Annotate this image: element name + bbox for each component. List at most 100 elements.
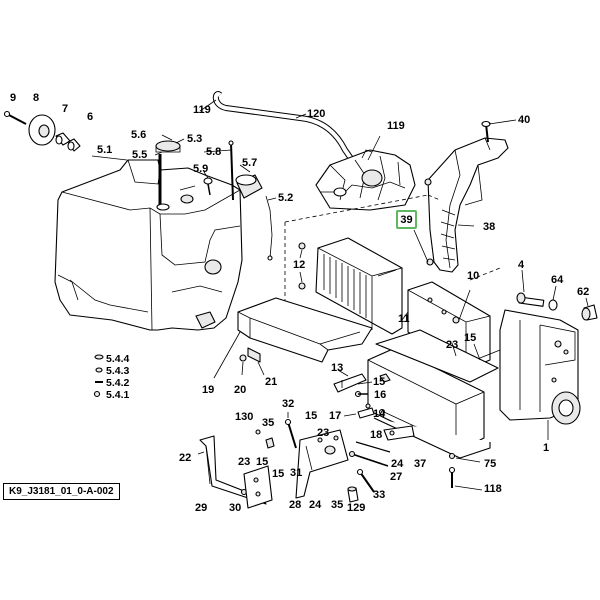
part-tray-19 <box>237 297 373 363</box>
callout-24-lower: 24 <box>309 499 322 511</box>
callout-5-6: 5.6 <box>131 129 146 141</box>
callout-24-right: 24 <box>391 458 404 470</box>
leader-15a <box>473 343 481 361</box>
callout-23-middle: 23 <box>317 427 329 439</box>
callout-23-left: 23 <box>238 456 250 468</box>
leader-12a <box>299 249 303 259</box>
leader-15b <box>357 381 373 385</box>
part-bushing-62 <box>581 304 598 321</box>
leader-118 <box>454 485 483 491</box>
callout-129: 129 <box>347 502 365 514</box>
callout-62: 62 <box>577 286 589 298</box>
part-engine-cover-38 <box>427 137 509 273</box>
part-fuel-tank-5-1 <box>54 159 243 331</box>
callout-12: 12 <box>293 259 305 271</box>
callout-14: 14 <box>373 408 386 420</box>
leader-5-2 <box>267 197 277 201</box>
part-bolt-32 <box>284 418 297 449</box>
part-bolt-118 <box>448 466 456 488</box>
callout-27: 27 <box>390 471 402 483</box>
callout-119-upper-right: 119 <box>387 120 405 132</box>
callout-37: 37 <box>414 458 426 470</box>
leader-5-8 <box>203 149 232 153</box>
callout-35-upper: 35 <box>262 417 274 429</box>
callout-29: 29 <box>195 502 207 514</box>
part-grille-11 <box>315 237 403 335</box>
leader-62 <box>585 297 589 307</box>
part-filler-cap-5-7 <box>235 174 263 199</box>
part-vent-tube-5-2 <box>265 195 273 261</box>
part-bolt-75 <box>448 452 456 460</box>
leader-40 <box>488 119 517 125</box>
callout-11: 11 <box>398 313 410 325</box>
callout-18: 18 <box>370 429 382 441</box>
callout-23-right: 23 <box>446 339 458 351</box>
callout-8: 8 <box>33 92 39 104</box>
leader-5-3 <box>175 138 185 144</box>
highlighted-callout-label: 39 <box>400 213 413 226</box>
leader-119b <box>367 135 381 161</box>
part-rod-5-8 <box>228 140 234 201</box>
part-fastener-20 <box>239 354 247 362</box>
part-fastener-21 <box>247 347 261 363</box>
part-cap-6 <box>67 138 81 152</box>
part-bolt-24-27 <box>348 441 391 467</box>
part-bolt-33 <box>356 468 375 493</box>
callout-5-8: 5.8 <box>206 146 221 158</box>
callout-28: 28 <box>289 499 301 511</box>
leader-5-7 <box>239 164 251 173</box>
highlighted-callout-39[interactable]: 39 <box>396 210 417 229</box>
callout-32: 32 <box>282 398 294 410</box>
part-bracket-18 <box>383 425 415 441</box>
leader-21 <box>257 361 265 376</box>
leader-5-6 <box>161 134 173 141</box>
leader-120 <box>295 113 307 119</box>
callout-7: 7 <box>62 103 68 115</box>
leader-38 <box>457 224 475 227</box>
callout-20: 20 <box>234 384 246 396</box>
diagram-reference-code: K9_J3181_01_0-A-002 <box>3 483 120 500</box>
callout-40: 40 <box>518 114 530 126</box>
part-screw-9 <box>3 110 27 125</box>
callout-16: 16 <box>374 389 386 401</box>
callout-13: 13 <box>331 362 343 374</box>
part-engine-assembly-inset <box>315 149 416 211</box>
leader-4 <box>521 269 525 293</box>
callout-64: 64 <box>551 274 564 286</box>
leader-64 <box>552 285 557 301</box>
callout-10: 10 <box>467 270 479 282</box>
callout-130: 130 <box>235 411 253 423</box>
callout-5-9: 5.9 <box>193 163 208 175</box>
callout-22: 22 <box>179 452 191 464</box>
callout-5-4-1: 5.4.1 <box>106 389 130 401</box>
callout-17: 17 <box>329 410 341 422</box>
leader-75 <box>455 457 481 463</box>
part-hardware-5-4 <box>93 354 104 398</box>
part-fuel-sender-5-3 <box>155 140 181 211</box>
leader-5-1 <box>91 155 128 161</box>
callout-118: 118 <box>484 483 502 495</box>
part-main-frame-1 <box>407 281 581 425</box>
callout-21: 21 <box>265 376 277 388</box>
callout-9: 9 <box>10 92 16 104</box>
part-flange-washer-8 <box>28 114 56 146</box>
leader-17 <box>343 413 357 417</box>
callout-15-left: 15 <box>256 456 268 468</box>
callout-35-lower: 35 <box>331 499 343 511</box>
leader-119a <box>199 99 217 112</box>
part-fuel-hose-120 <box>212 91 355 162</box>
part-plate-17 <box>357 403 375 419</box>
part-nut-12 <box>298 242 306 290</box>
callout-120: 120 <box>307 108 325 120</box>
callout-5-3: 5.3 <box>187 133 202 145</box>
part-bracket-28 <box>295 429 349 499</box>
callout-4: 4 <box>518 259 525 271</box>
leader-13 <box>337 369 349 377</box>
part-washer-64 <box>548 299 558 311</box>
leader-5-5 <box>154 151 163 156</box>
callout-5-4-3: 5.4.3 <box>106 365 130 377</box>
leader-23a <box>451 342 457 357</box>
part-spacer-35-129 <box>347 486 359 503</box>
part-nut-14 <box>378 408 386 416</box>
